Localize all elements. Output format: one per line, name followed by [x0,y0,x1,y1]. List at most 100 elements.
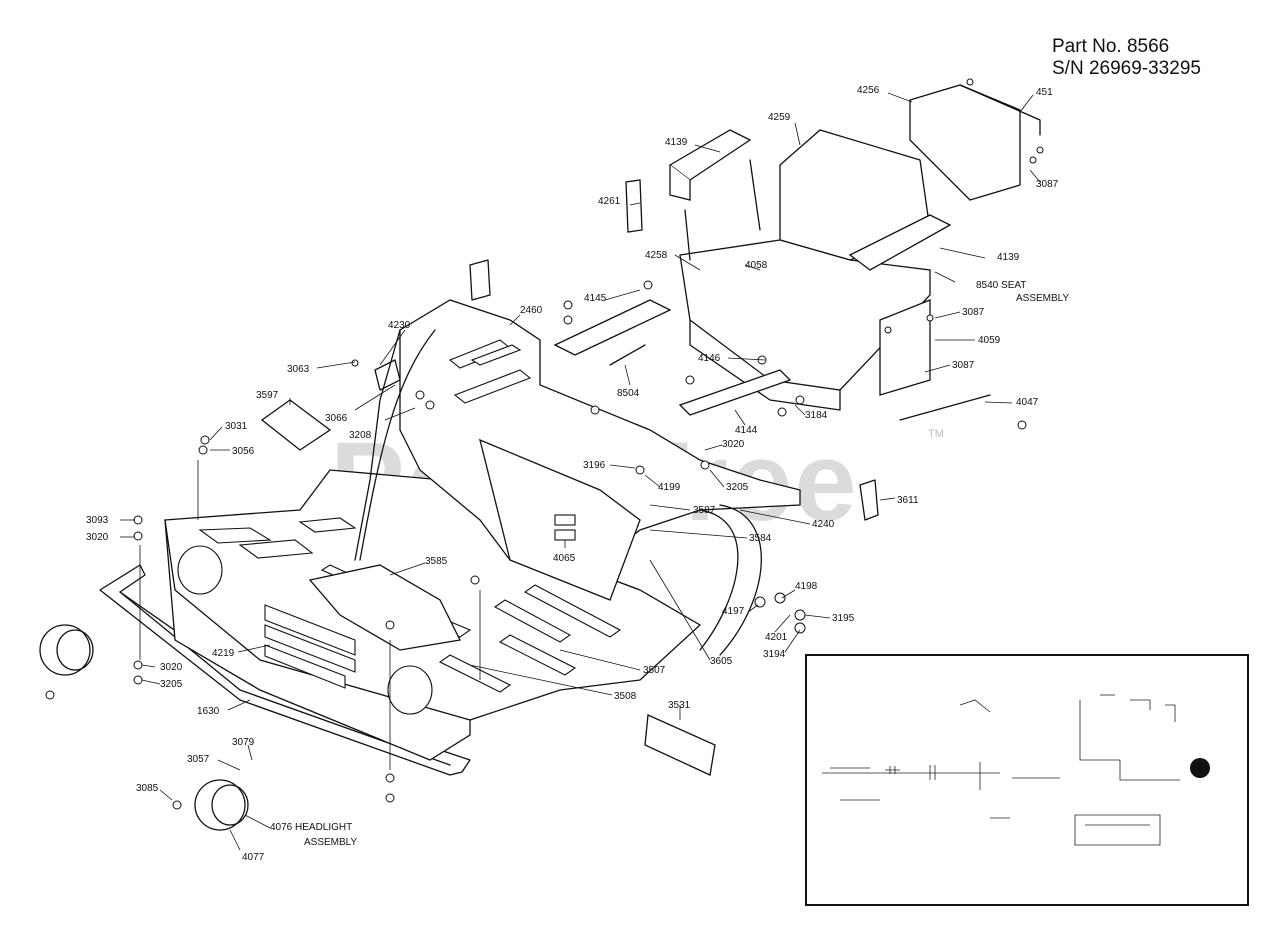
plate-3531 [644,714,716,776]
part-label[interactable]: 3087 [952,360,975,371]
part-label[interactable]: 3584 [749,533,772,544]
part-label[interactable]: 4219 [212,648,235,659]
part-label[interactable]: 4139 [997,252,1020,263]
part-label[interactable]: 4059 [978,335,1001,346]
callout-seat-assembly-line1[interactable]: 8540 SEAT [976,280,1026,291]
bracket-4256 [909,84,1021,201]
washer [198,445,208,455]
part-label[interactable]: 3093 [86,515,109,526]
washer [133,660,143,670]
part-label[interactable]: 3194 [763,649,786,660]
rails [374,259,991,521]
part-label[interactable]: 4065 [553,553,576,564]
bolt [926,314,934,322]
part-label[interactable]: 3208 [349,430,372,441]
part-label[interactable]: 1630 [197,706,220,717]
part-label[interactable]: 8504 [617,388,640,399]
fender-slot [470,344,522,366]
part-label[interactable]: 3020 [722,439,745,450]
part-labels: 4256 451 4259 4139 3087 4261 4058 4258 4… [86,85,1069,863]
part-label[interactable]: 3507 [643,665,666,676]
hardware [45,78,1044,810]
part-label[interactable]: 4199 [658,482,681,493]
nut [385,793,395,803]
tube-4261 [625,179,643,233]
armrest-right [848,214,952,271]
part-label[interactable]: 451 [1036,87,1053,98]
fender-assembly [260,299,801,776]
part-label[interactable]: 3087 [1036,179,1059,190]
part-label[interactable]: 4259 [768,112,791,123]
frame-body [99,469,702,776]
nut [425,400,435,410]
part-label[interactable]: 3508 [614,691,637,702]
part-label[interactable]: 3056 [232,446,255,457]
bolt [351,359,359,367]
nut [172,800,182,810]
part-label[interactable]: 4058 [745,260,768,271]
bolt [1029,156,1037,164]
part-label[interactable]: 4145 [584,293,607,304]
part-label[interactable]: 3020 [160,662,183,673]
part-label[interactable]: 3066 [325,413,348,424]
callout-headlight-assembly-line1[interactable]: 4076 HEADLIGHT [270,822,352,833]
part-label[interactable]: 3087 [962,307,985,318]
left-fender-inner [359,329,436,561]
part-label[interactable]: 4139 [665,137,688,148]
part-label[interactable]: 3031 [225,421,248,432]
part-label[interactable]: 2460 [520,305,543,316]
part-label[interactable]: 4077 [242,852,265,863]
part-label[interactable]: 3195 [832,613,855,624]
plate-3597 [260,399,332,451]
right-fender-inner [719,504,762,656]
part-label[interactable]: 3205 [160,679,183,690]
part-label[interactable]: 3196 [583,460,606,471]
deck-slot [198,527,272,544]
schematic-frame [805,654,1249,906]
part-label[interactable]: 3085 [136,783,159,794]
nut [754,596,766,608]
part-label[interactable]: 3597 [256,390,279,401]
part-label[interactable]: 3587 [693,505,716,516]
part-label[interactable]: 4256 [857,85,880,96]
part-label[interactable]: 4144 [735,425,758,436]
nut [590,405,600,415]
nut [415,390,425,400]
rail-4145 [553,299,672,356]
part-label[interactable]: 4197 [722,606,745,617]
part-label[interactable]: 3063 [287,364,310,375]
part-label[interactable]: 3184 [805,410,828,421]
headlight-right [194,779,246,831]
deck-slot [498,634,577,676]
part-label[interactable]: 3585 [425,556,448,567]
part-label[interactable]: 4258 [645,250,668,261]
nut [470,575,480,585]
part-label[interactable]: 3079 [232,737,255,748]
part-label[interactable]: 4240 [812,519,835,530]
part-label[interactable]: 3611 [897,495,919,506]
part-label[interactable]: 3020 [86,532,109,543]
nut [700,460,710,470]
grille-slot [264,644,346,689]
part-label[interactable]: 4201 [765,632,788,643]
nut [777,407,787,417]
part-label[interactable]: 4198 [795,581,818,592]
nut [133,675,143,685]
bracket-4230 [374,359,401,391]
headlight-right-ring [211,784,249,826]
part-label[interactable]: 3057 [187,754,210,765]
seat-side-plate [879,299,931,396]
nut [385,773,395,783]
part-label[interactable]: 3205 [726,482,749,493]
part-label[interactable]: 4230 [388,320,411,331]
part-label[interactable]: 4261 [598,196,621,207]
part-label[interactable]: 4146 [698,353,721,364]
leader-lines [120,92,1041,851]
part-label[interactable]: 3531 [668,700,691,711]
part-label[interactable]: 3605 [710,656,733,667]
part-label[interactable]: 4047 [1016,397,1039,408]
seat-assembly [625,84,1041,411]
rail-4144 [678,369,792,416]
nut [794,622,806,634]
